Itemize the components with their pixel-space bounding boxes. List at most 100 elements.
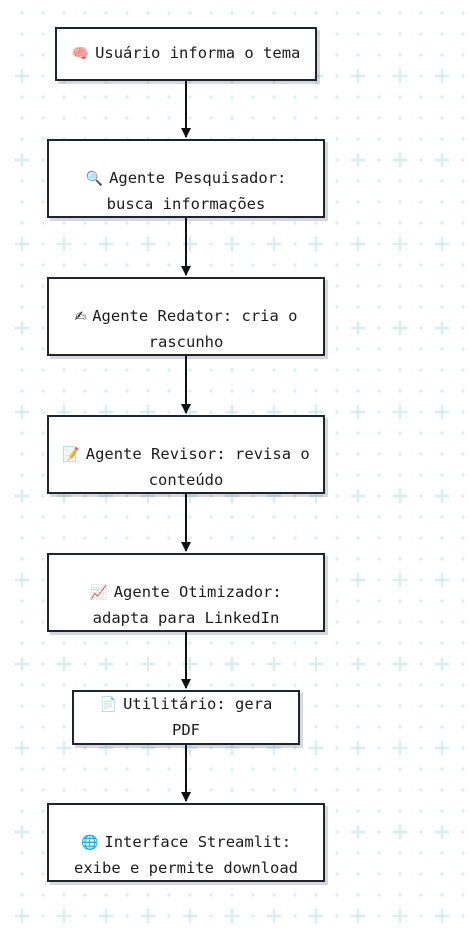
globe-icon: 🌐 <box>80 834 99 851</box>
grid-dot <box>20 536 24 540</box>
grid-dot <box>335 368 339 372</box>
grid-dot <box>62 704 66 708</box>
grid-dot <box>398 95 402 99</box>
grid-dot <box>209 536 213 540</box>
grid-dot <box>41 53 45 57</box>
grid-dot <box>83 662 87 666</box>
grid-dot <box>398 872 402 876</box>
grid-dot <box>20 53 24 57</box>
grid-dot <box>62 788 66 792</box>
grid-dot <box>104 389 108 393</box>
grid-plus-mark <box>14 740 30 756</box>
grid-dot <box>83 746 87 750</box>
grid-dot <box>356 725 360 729</box>
grid-dot <box>335 326 339 330</box>
grid-dot <box>146 389 150 393</box>
grid-dot <box>230 536 234 540</box>
grid-dot <box>419 662 423 666</box>
grid-dot <box>167 515 171 519</box>
grid-dot <box>314 536 318 540</box>
grid-dot <box>356 452 360 456</box>
grid-dot <box>398 704 402 708</box>
grid-dot <box>188 95 192 99</box>
grid-dot <box>167 389 171 393</box>
grid-dot <box>251 116 255 120</box>
grid-dot <box>104 95 108 99</box>
grid-dot <box>398 53 402 57</box>
grid-dot <box>209 914 213 918</box>
grid-plus-mark <box>140 908 156 924</box>
grid-dot <box>41 74 45 78</box>
grid-dot <box>41 767 45 771</box>
grid-dot <box>398 515 402 519</box>
grid-plus-mark <box>350 908 366 924</box>
grid-dot <box>377 242 381 246</box>
grid-dot <box>335 515 339 519</box>
grid-dot <box>440 557 444 561</box>
grid-dot <box>188 368 192 372</box>
grid-dot <box>377 914 381 918</box>
grid-dot <box>356 53 360 57</box>
grid-dot <box>377 893 381 897</box>
grid-dot <box>461 116 465 120</box>
grid-dot <box>377 116 381 120</box>
grid-dot <box>293 536 297 540</box>
grid-dot <box>461 494 465 498</box>
magnifier-icon: 🔍 <box>85 170 104 187</box>
grid-dot <box>314 767 318 771</box>
grid-dot <box>83 11 87 15</box>
writing-hand-icon: ✍ <box>74 308 87 325</box>
grid-dot <box>41 368 45 372</box>
grid-dot <box>83 641 87 645</box>
grid-dot <box>20 200 24 204</box>
grid-dot <box>20 725 24 729</box>
grid-dot <box>335 95 339 99</box>
grid-dot <box>167 263 171 267</box>
grid-dot <box>314 788 318 792</box>
grid-dot <box>314 641 318 645</box>
grid-dot <box>125 263 129 267</box>
grid-dot <box>335 578 339 582</box>
grid-dot <box>419 431 423 435</box>
grid-plus-mark <box>182 908 198 924</box>
node-reviewer-agent: 📝Agente Revisor: revisa o conteúdo <box>47 415 325 494</box>
grid-dot <box>83 263 87 267</box>
grid-dot <box>20 767 24 771</box>
grid-dot <box>419 620 423 624</box>
grid-dot <box>461 809 465 813</box>
grid-dot <box>251 515 255 519</box>
grid-dot <box>251 95 255 99</box>
grid-dot <box>398 368 402 372</box>
grid-dot <box>272 536 276 540</box>
grid-dot <box>377 326 381 330</box>
grid-dot <box>20 179 24 183</box>
grid-dot <box>251 746 255 750</box>
grid-dot <box>20 872 24 876</box>
grid-dot <box>461 74 465 78</box>
grid-dot <box>461 305 465 309</box>
grid-dot <box>440 725 444 729</box>
grid-dot <box>167 662 171 666</box>
grid-dot <box>377 347 381 351</box>
grid-dot <box>461 347 465 351</box>
grid-dot <box>398 599 402 603</box>
grid-dot <box>293 95 297 99</box>
grid-plus-mark <box>308 740 324 756</box>
grid-dot <box>251 368 255 372</box>
grid-dot <box>125 767 129 771</box>
grid-dot <box>398 431 402 435</box>
grid-dot <box>125 95 129 99</box>
grid-dot <box>104 368 108 372</box>
grid-plus-mark <box>350 488 366 504</box>
grid-dot <box>41 389 45 393</box>
grid-dot <box>209 683 213 687</box>
grid-dot <box>125 494 129 498</box>
grid-dot <box>335 179 339 183</box>
grid-dot <box>419 347 423 351</box>
grid-dot <box>419 284 423 288</box>
grid-dot <box>146 788 150 792</box>
grid-dot <box>335 116 339 120</box>
grid-dot <box>335 725 339 729</box>
grid-plus-mark <box>434 656 450 672</box>
grid-dot <box>377 578 381 582</box>
